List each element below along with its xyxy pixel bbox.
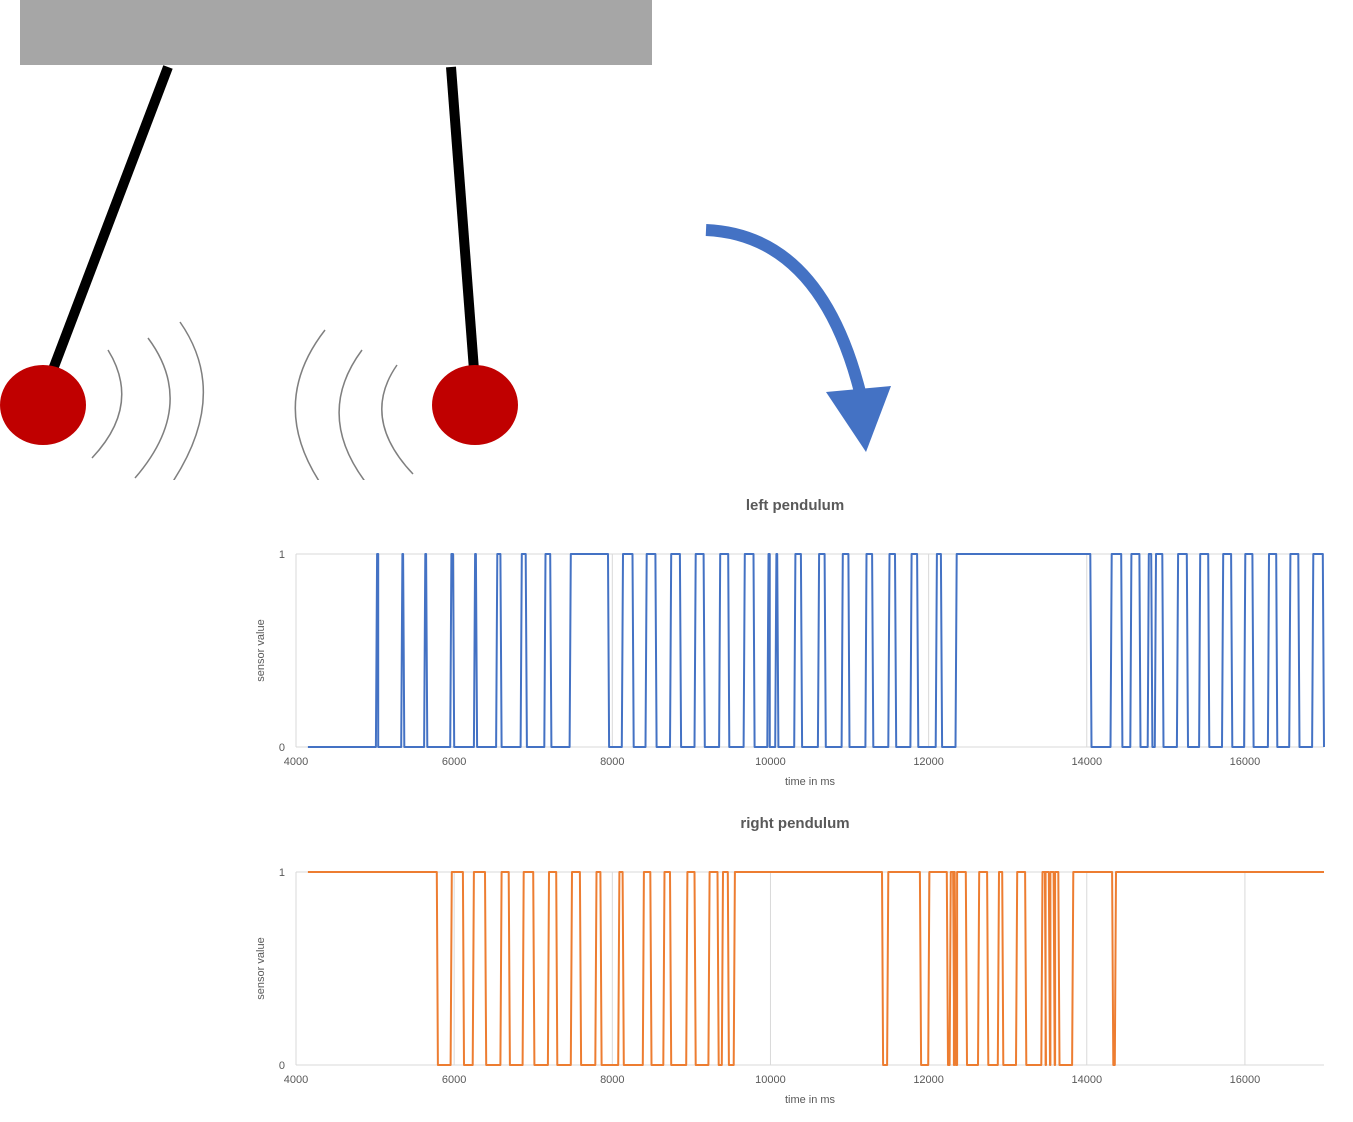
x-tick-label: 6000 [442,1074,466,1086]
x-axis-label: time in ms [785,776,836,788]
x-tick-label: 10000 [755,756,786,768]
series-line [307,871,1324,1066]
chart-title: right pendulum [740,815,850,832]
right-bob [432,365,518,445]
x-tick-label: 6000 [442,756,466,768]
chart-title: left pendulum [745,497,845,514]
y-axis-label: sensor value [255,619,267,681]
series-line [307,553,1325,748]
y-tick-label: 1 [279,549,285,561]
x-tick-label: 4000 [284,1074,308,1086]
ceiling-bar [20,0,652,65]
y-tick-label: 0 [279,742,285,754]
pendulum-left [0,65,173,445]
x-tick-label: 8000 [600,1074,624,1086]
y-axis-label: sensor value [255,937,267,999]
left-pendulum-chart: left pendulum 4000 6000 8000 10000 12000 1400… [250,492,1340,792]
x-tick-label: 4000 [284,756,308,768]
pendulum-right [432,66,518,445]
x-tick-label: 12000 [913,1074,944,1086]
right-chart-plot: 4000 6000 8000 10000 12000 14000 16000 0 1 time i… [255,867,1324,1106]
x-tick-label: 8000 [600,756,624,768]
x-tick-label: 14000 [1071,756,1102,768]
x-tick-label: 12000 [913,756,944,768]
right-pendulum-chart: right pendulum 4000 6000 8000 10000 12000 140… [250,810,1340,1110]
left-chart-plot: 4000 6000 8000 10000 12000 14000 16000 0 1 time i… [255,549,1325,788]
y-tick-label: 0 [279,1060,285,1072]
left-bob [0,365,86,445]
x-tick-label: 16000 [1230,756,1261,768]
x-tick-label: 10000 [755,1074,786,1086]
x-tick-label: 14000 [1071,1074,1102,1086]
x-axis-label: time in ms [785,1094,836,1106]
left-rod [47,65,173,374]
right-rod [446,66,479,371]
sound-wave-right [294,329,414,480]
y-tick-label: 1 [279,867,285,879]
pendulum-diagram [0,0,891,480]
sound-wave-left [91,321,205,480]
x-tick-label: 16000 [1230,1074,1261,1086]
curved-arrow-icon [705,224,891,452]
